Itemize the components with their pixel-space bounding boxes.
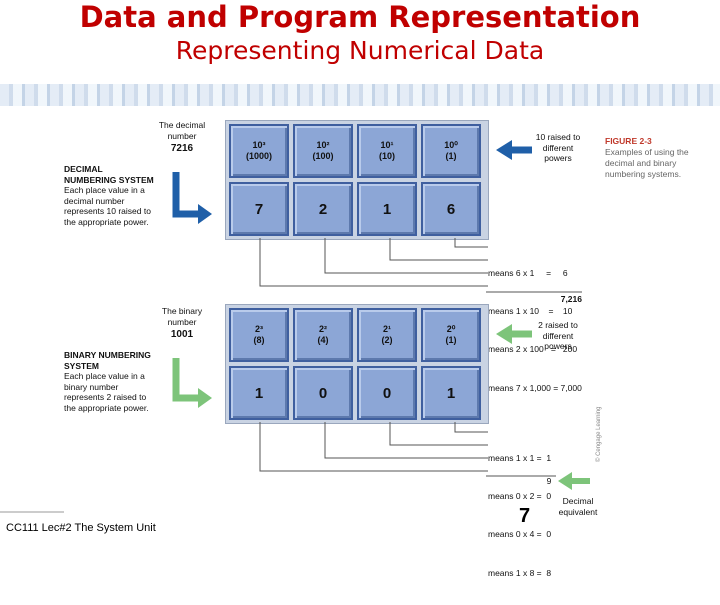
decimal-bend-arrow <box>172 172 200 218</box>
decimal-digit-cell: 6 <box>421 182 481 236</box>
decimal-means-line: means 1 x 10 = 10 <box>488 305 573 316</box>
binary-means-line: means 0 x 2 = 0 <box>488 490 552 501</box>
figure-2-3: The decimal number 7216 DECIMAL NUMBERIN… <box>60 108 700 578</box>
binary-digit-cell: 1 <box>421 366 481 420</box>
slide-subtitle: Representing Numerical Data <box>175 36 545 65</box>
decorative-header-band <box>0 84 720 106</box>
decimal-total: 7,216 <box>560 294 582 304</box>
binary-place-grid: 2³(8) 2²(4) 2¹(2) 2⁰(1) 1 0 0 1 <box>225 304 489 424</box>
decimal-powers-caption: 10 raised to different powers <box>535 132 581 163</box>
decimal-digit-cell: 7 <box>229 182 289 236</box>
slide-footer: CC111 Lec#2 The System Unit <box>6 522 156 534</box>
binary-bend-arrowhead <box>198 388 212 408</box>
binary-bend-arrow <box>172 358 200 402</box>
figure-connectors <box>0 140 590 513</box>
binary-means-line: means 1 x 1 = 1 <box>488 452 552 463</box>
binary-system-heading: BINARY NUMBERING SYSTEM <box>64 350 151 371</box>
decimal-means-line: means 2 x 100 = 200 <box>488 344 578 355</box>
decimal-digit-cell: 2 <box>293 182 353 236</box>
binary-power-cell-8: 2³(8) <box>229 308 289 362</box>
decimal-bracket-lines <box>259 238 582 293</box>
binary-power-cell-2: 2¹(2) <box>357 308 417 362</box>
binary-number: 1001 <box>170 329 194 340</box>
binary-total: 9 <box>546 476 552 486</box>
decimal-power-cell-1000: 10³(1000) <box>229 124 289 178</box>
decimal-digit-cell: 1 <box>357 182 417 236</box>
decimal-powers-arrowhead <box>496 140 512 160</box>
binary-digit-cell: 0 <box>357 366 417 420</box>
decimal-means-line: means 7 x 1,000 = 7,000 <box>488 382 582 393</box>
slide-title: Data and Program Representation <box>79 0 641 34</box>
figure-caption: Examples of using the decimal and binary… <box>605 147 689 179</box>
decimal-system-heading: DECIMAL NUMBERING SYSTEM <box>64 164 154 185</box>
binary-number-caption: The binary number <box>161 306 203 327</box>
decimal-equivalent-arrowhead <box>558 472 572 490</box>
decimal-means-list: means 6 x 1 = 6 means 1 x 10 = 10 means … <box>488 241 582 420</box>
decimal-number-caption: The decimal number <box>158 120 206 141</box>
decimal-power-cell-10: 10¹(10) <box>357 124 417 178</box>
decimal-power-cell-100: 10²(100) <box>293 124 353 178</box>
binary-digit-cell: 0 <box>293 366 353 420</box>
image-credit: © Cengage Learning <box>596 406 602 462</box>
binary-bracket-lines <box>259 422 556 477</box>
decimal-system-description: Each place value in a decimal number rep… <box>64 185 151 227</box>
binary-system-description: Each place value in a binary number repr… <box>64 371 149 413</box>
binary-means-line: means 0 x 4 = 0 <box>488 529 552 540</box>
binary-powers-arrowhead <box>496 324 512 344</box>
binary-digit-cell: 1 <box>229 366 289 420</box>
decimal-bend-arrowhead <box>198 204 212 224</box>
binary-power-cell-1: 2⁰(1) <box>421 308 481 362</box>
decimal-power-cell-1: 10⁰(1) <box>421 124 481 178</box>
figure-number: FIGURE 2-3 <box>605 136 652 146</box>
decimal-equivalent-caption: Decimal equivalent <box>558 496 598 517</box>
binary-powers-caption: 2 raised to different powers <box>538 320 578 351</box>
page-number: 7 <box>519 505 531 527</box>
decimal-place-grid: 10³(1000) 10²(100) 10¹(10) 10⁰(1) 7 2 1 … <box>225 120 489 240</box>
decimal-number: 7216 <box>170 143 194 154</box>
figure-label: FIGURE 2-3 Examples of using the decimal… <box>605 136 697 180</box>
binary-means-line: means 1 x 8 = 8 <box>488 567 552 578</box>
binary-power-cell-4: 2²(4) <box>293 308 353 362</box>
decimal-means-line: means 6 x 1 = 6 <box>488 267 568 278</box>
